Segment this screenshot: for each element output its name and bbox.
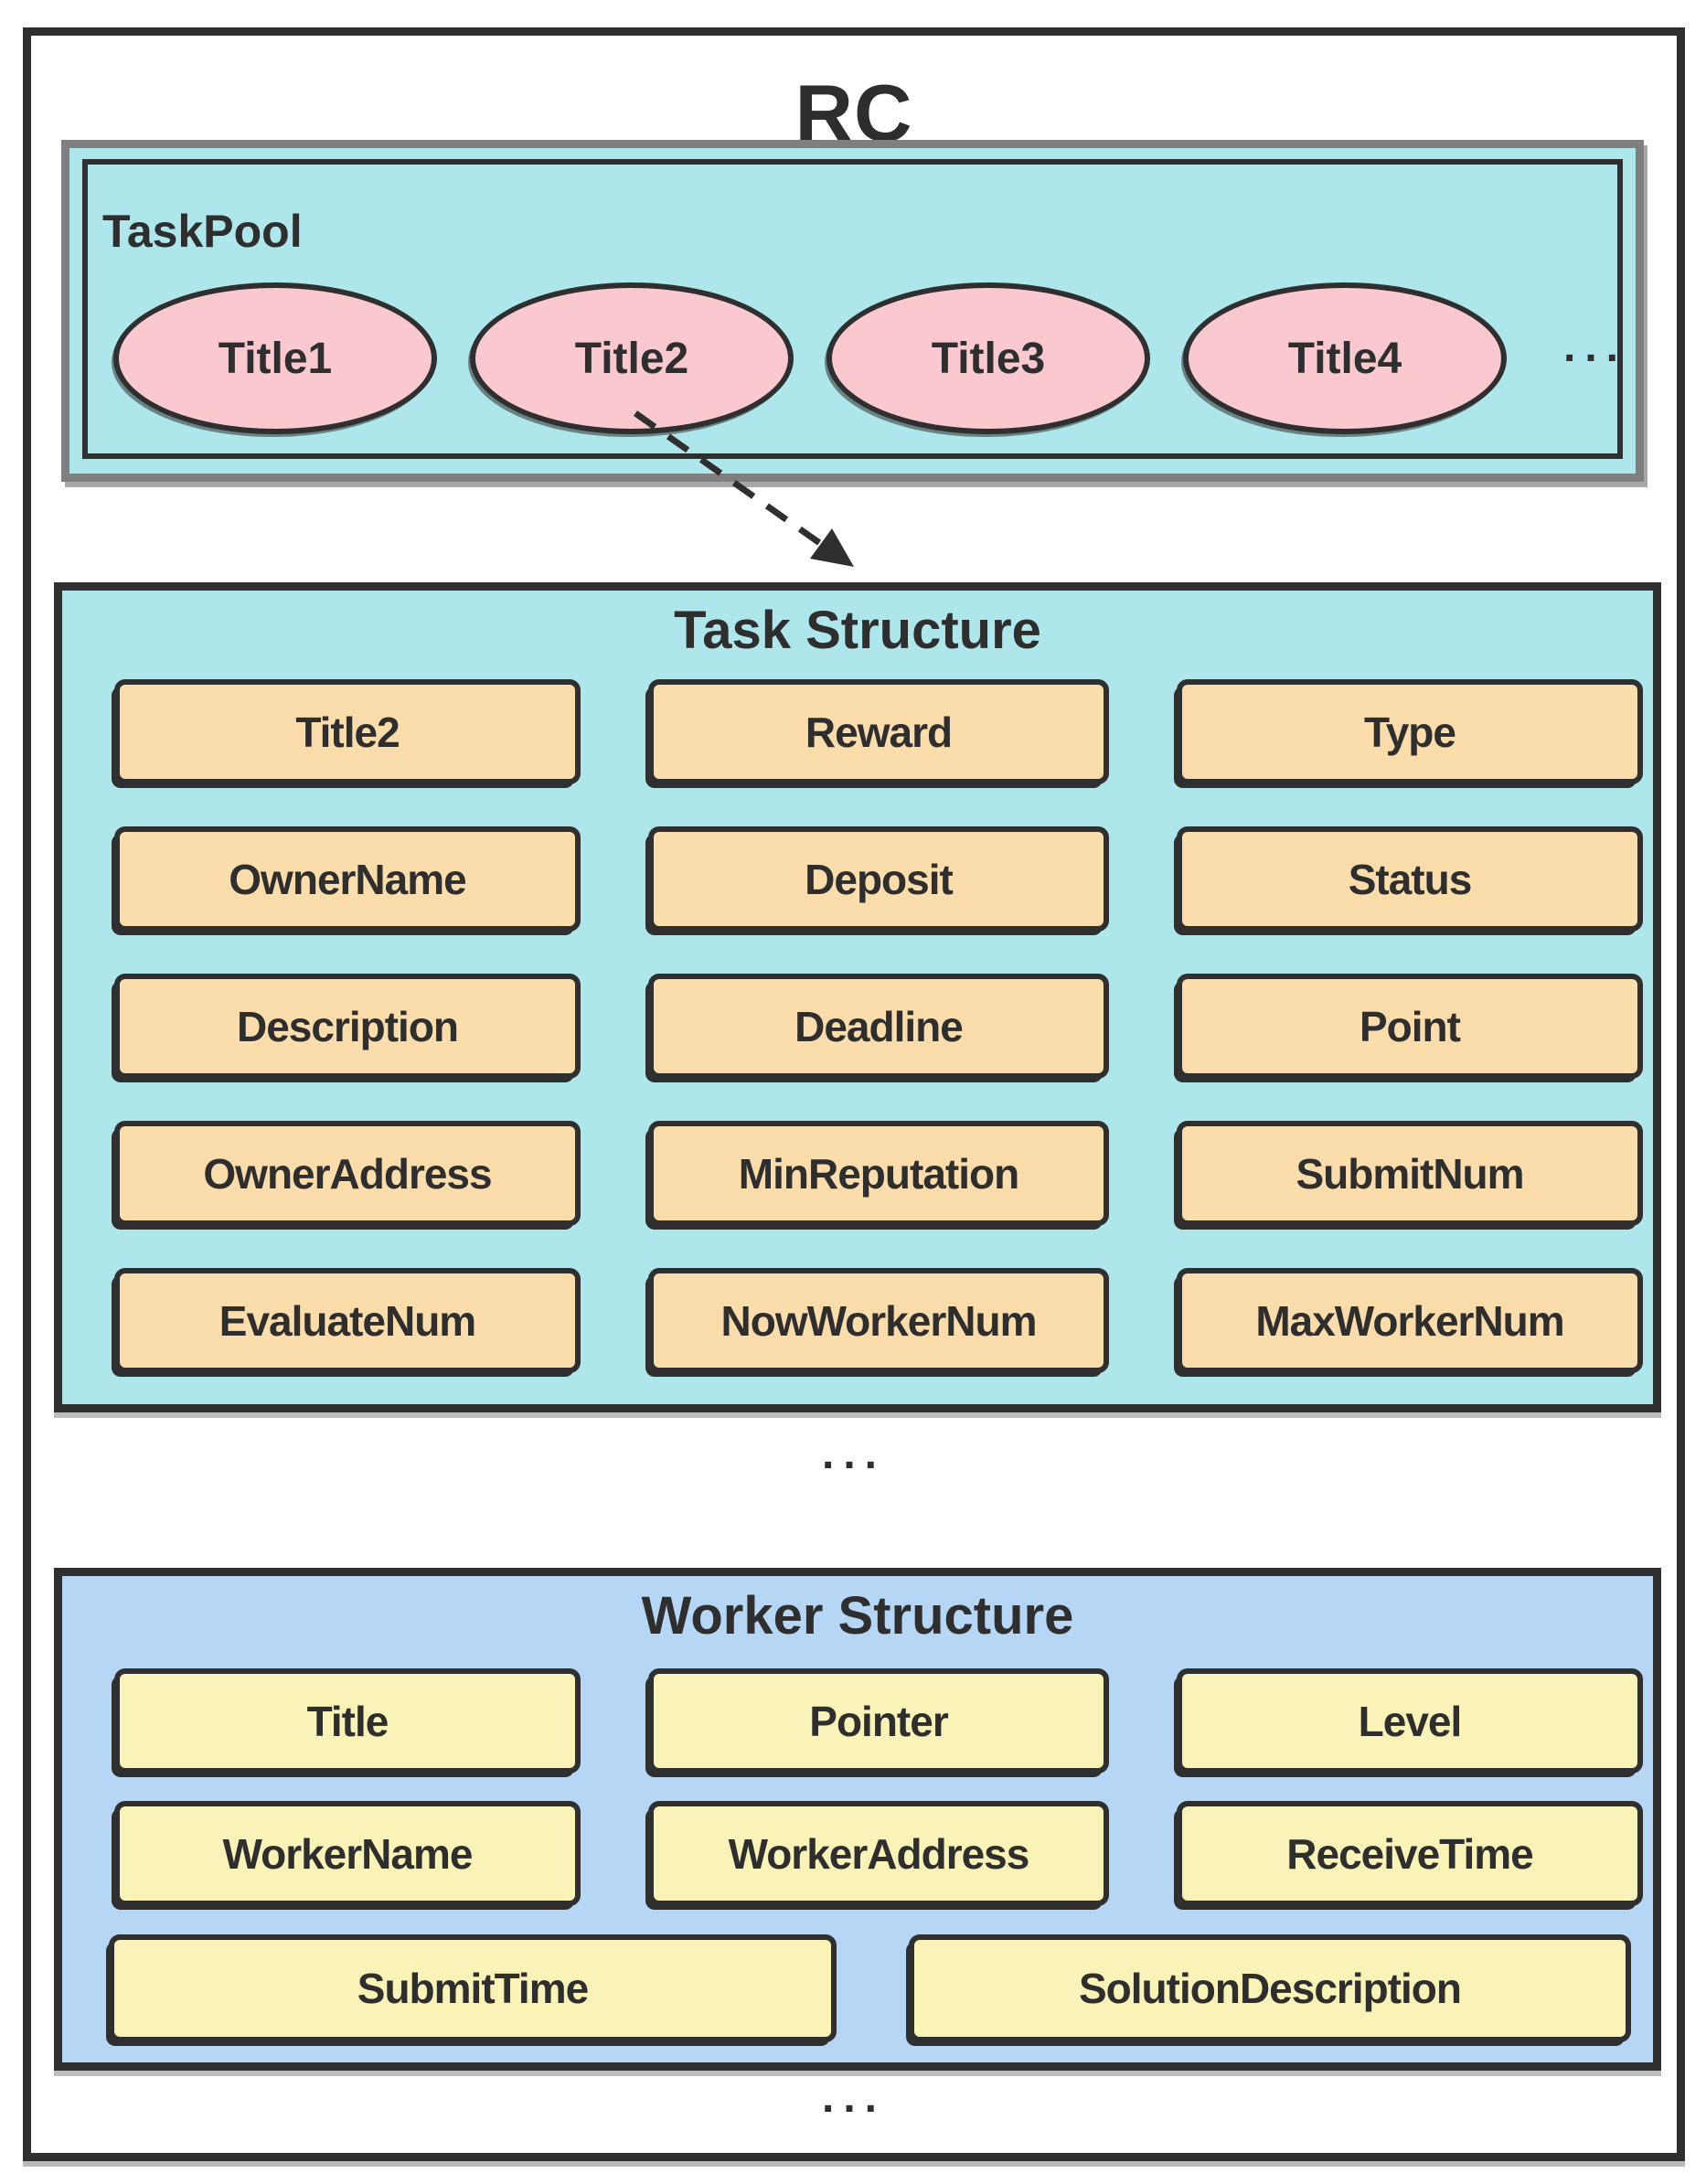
task-field-minreputation: MinReputation [648,1121,1109,1226]
worker-field-pointer: Pointer [648,1668,1109,1774]
task-structure-panel: Task Structure Title2 Reward Type OwnerN… [54,582,1661,1412]
worker-structure-title: Worker Structure [641,1586,1074,1646]
task-structure-title: Task Structure [674,601,1041,660]
taskpool-inner-frame: TaskPool Title1 Title2 Title3 Title4 ... [82,159,1623,459]
task-field-reward: Reward [648,679,1109,784]
task-field-deadline: Deadline [648,974,1109,1079]
task-field-maxworkernum: MaxWorkerNum [1177,1268,1643,1373]
task-field-evaluatenum: EvaluateNum [114,1268,581,1373]
task-field-status: Status [1177,826,1643,932]
taskpool-ellipse-row: Title1 Title2 Title3 Title4 ... [113,280,1618,437]
taskpool-more-dots: ... [1563,323,1628,371]
worker-field-title: Title [114,1668,581,1774]
worker-structure-panel: Worker Structure Title Pointer Level Wor… [54,1568,1661,2071]
task-ellipse-title3: Title3 [826,282,1150,434]
task-field-point: Point [1177,974,1643,1079]
more-task-structures-dots: ... [821,1430,886,1478]
task-field-submitnum: SubmitNum [1177,1121,1643,1226]
task-ellipse-title1: Title1 [113,282,437,434]
worker-field-workername: WorkerName [114,1801,581,1906]
worker-field-solutiondescription: SolutionDescription [909,1934,1631,2042]
task-field-deposit: Deposit [648,826,1109,932]
worker-structure-grid: Title Pointer Level WorkerName WorkerAdd… [114,1668,1643,1906]
worker-field-receivetime: ReceiveTime [1177,1801,1643,1906]
taskpool-panel: TaskPool Title1 Title2 Title3 Title4 ... [61,140,1644,482]
task-structure-grid: Title2 Reward Type OwnerName Deposit Sta… [114,679,1643,1373]
worker-structure-wide-row: SubmitTime SolutionDescription [109,1934,1631,2042]
task-field-description: Description [114,974,581,1079]
task-field-nowworkernum: NowWorkerNum [648,1268,1109,1373]
task-field-type: Type [1177,679,1643,784]
task-field-title2: Title2 [114,679,581,784]
rc-container: RC TaskPool Title1 Title2 Title3 Title4 … [23,27,1685,2161]
worker-field-workeraddress: WorkerAddress [648,1801,1109,1906]
task-field-owneraddress: OwnerAddress [114,1121,581,1226]
more-worker-structures-dots: ... [821,2073,886,2122]
task-ellipse-title4: Title4 [1183,282,1507,434]
task-field-ownername: OwnerName [114,826,581,932]
worker-field-submittime: SubmitTime [109,1934,837,2042]
worker-field-level: Level [1177,1668,1643,1774]
task-ellipse-title2: Title2 [470,282,794,434]
taskpool-label: TaskPool [102,206,303,257]
